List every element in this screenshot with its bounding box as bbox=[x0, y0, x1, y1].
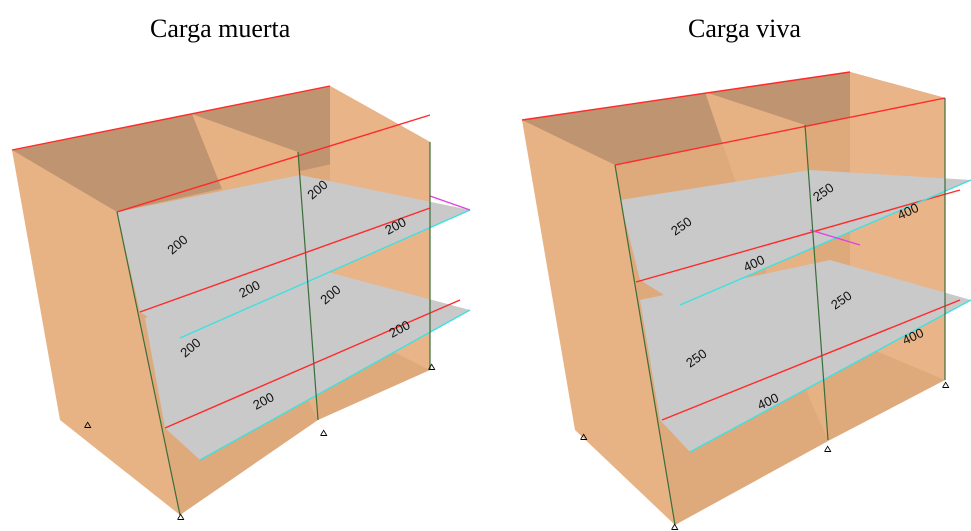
right-outer-wall bbox=[522, 120, 675, 525]
left-lower-cyan-edge bbox=[199, 309, 471, 461]
right-model-title: Carga viva bbox=[688, 14, 801, 43]
right-top-red-beam-2 bbox=[614, 97, 946, 166]
right-magenta-edge bbox=[809, 229, 861, 246]
left-outer-wall bbox=[12, 150, 180, 515]
pin-support-icon: ⩟ bbox=[428, 359, 436, 373]
pin-support-icon: ⩟ bbox=[320, 425, 328, 439]
left-top-red-beam-2 bbox=[116, 114, 431, 213]
left-column-front bbox=[116, 211, 181, 516]
right-structure-model: 250 250 400 400 250 250 400 400 ⩟ ⩟ ⩟ ⩟ bbox=[521, 71, 971, 531]
left-lower-red-beam bbox=[164, 299, 461, 429]
right-upper-slab bbox=[620, 170, 971, 305]
pin-support-icon: ⩟ bbox=[671, 519, 679, 531]
right-upper-red-beam bbox=[635, 189, 961, 283]
left-model-title: Carga muerta bbox=[150, 14, 291, 43]
right-column-front bbox=[614, 164, 676, 526]
right-column-mid bbox=[804, 124, 829, 441]
right-lower-red-beam bbox=[661, 299, 961, 421]
left-top-red-beam bbox=[11, 85, 331, 151]
pin-support-icon: ⩟ bbox=[580, 429, 588, 443]
pin-support-icon: ⩟ bbox=[177, 509, 185, 523]
pin-support-icon: ⩟ bbox=[942, 377, 950, 391]
left-structure-model: 200 200 200 200 200 200 200 200 ⩟ ⩟ ⩟ ⩟ bbox=[11, 85, 471, 523]
left-magenta-edge bbox=[429, 195, 471, 211]
left-column-mid bbox=[297, 151, 319, 421]
right-lower-cyan-edge bbox=[689, 299, 971, 453]
right-upper-cyan-edge bbox=[679, 179, 971, 306]
pin-support-icon: ⩟ bbox=[824, 441, 832, 455]
right-top-red-beam bbox=[521, 71, 851, 121]
right-lower-slab bbox=[640, 260, 971, 452]
left-upper-red-beam bbox=[139, 207, 431, 313]
pin-support-icon: ⩟ bbox=[84, 417, 92, 431]
left-upper-cyan-edge bbox=[179, 209, 471, 339]
